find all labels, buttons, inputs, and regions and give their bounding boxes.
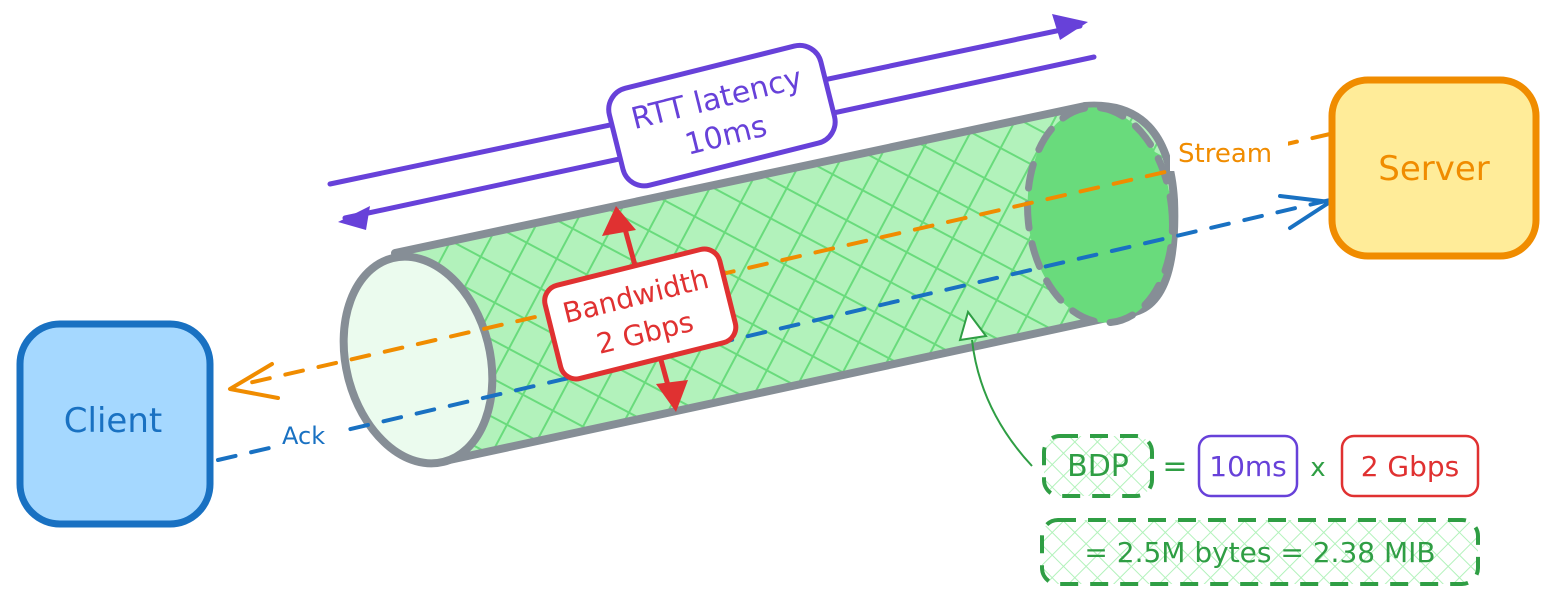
stream-flow: Stream [228,132,1332,400]
bdp-formula: BDP = 10ms x 2 Gbps = 2.5M bytes = 2.38 … [1040,434,1480,586]
latency-forward-arrowhead-icon [1052,14,1088,40]
bandwidth-annotation: Bandwidth 2 Gbps [542,206,739,412]
bandwidth-term: 2 Gbps [1361,450,1460,483]
latency-return-arrowhead-icon [338,206,370,230]
stream-arrowhead-icon [228,362,280,400]
result-label: = 2.5M bytes = 2.38 MIB [1084,536,1435,569]
latency-term: 10ms [1209,450,1287,483]
stream-label: Stream [1178,139,1272,169]
bandwidth-term-box [1340,434,1480,498]
server-label: Server [1378,149,1490,189]
bdp-pointer-arrowhead-icon [958,309,988,342]
equals-sign: = [1162,449,1187,484]
latency-box [606,42,838,189]
ack-arrowhead-icon [1278,194,1332,230]
bdp-box [1042,434,1154,498]
client-box[interactable] [16,320,214,528]
pipe-top-edge [391,102,1089,257]
bandwidth-down-arrowhead-icon [656,380,688,412]
ack-line [216,198,1332,462]
ack-label: Ack [282,422,325,450]
server-node[interactable]: Server [1328,76,1540,260]
bdp-pointer [958,309,1033,467]
server-box[interactable] [1328,76,1540,260]
pipe-back-face [1024,103,1176,327]
bandwidth-box [542,246,739,382]
bandwidth-up-arrowhead-icon [602,206,636,236]
bdp-pointer-line [971,339,1033,467]
pipe-bottom-edge [436,308,1139,466]
client-node[interactable]: Client [16,320,214,528]
client-label: Client [64,401,162,441]
times-sign: x [1310,453,1325,483]
result-box [1040,518,1480,586]
pipe-front-face [339,252,497,468]
stream-line [238,132,1332,387]
latency-term-box [1197,434,1299,498]
bdp-label: BDP [1067,449,1129,484]
